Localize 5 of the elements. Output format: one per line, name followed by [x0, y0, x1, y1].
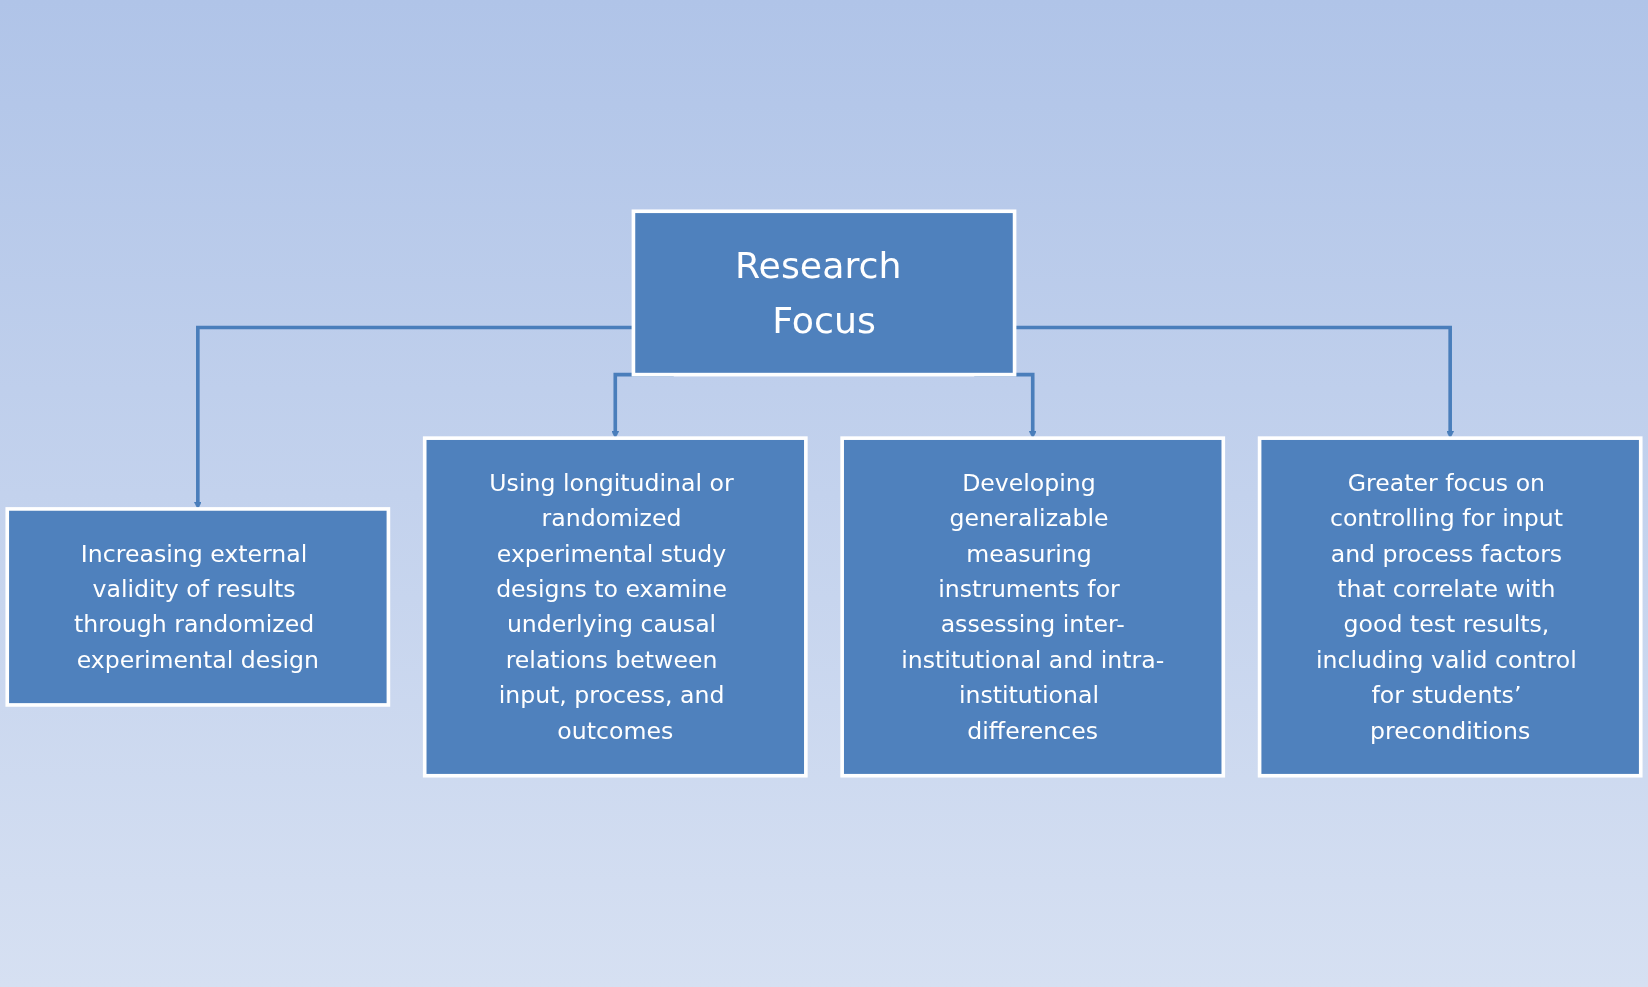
node-box: Increasing external validity of results through randomized experimental design: [5, 507, 391, 707]
node-box: Greater focus on controlling for input and process factors that correlate with good test results, including valid control for students’ preconditions: [1257, 436, 1643, 778]
node-box: Using longitudinal or randomized experimental study designs to examine underlying causal relations between input, process, and outcomes: [422, 436, 808, 778]
node-box: Developing generalizable measuring instruments for assessing inter-institutional and intra-institutional differences: [840, 436, 1226, 778]
node-box: Research Focus: [631, 209, 1017, 377]
